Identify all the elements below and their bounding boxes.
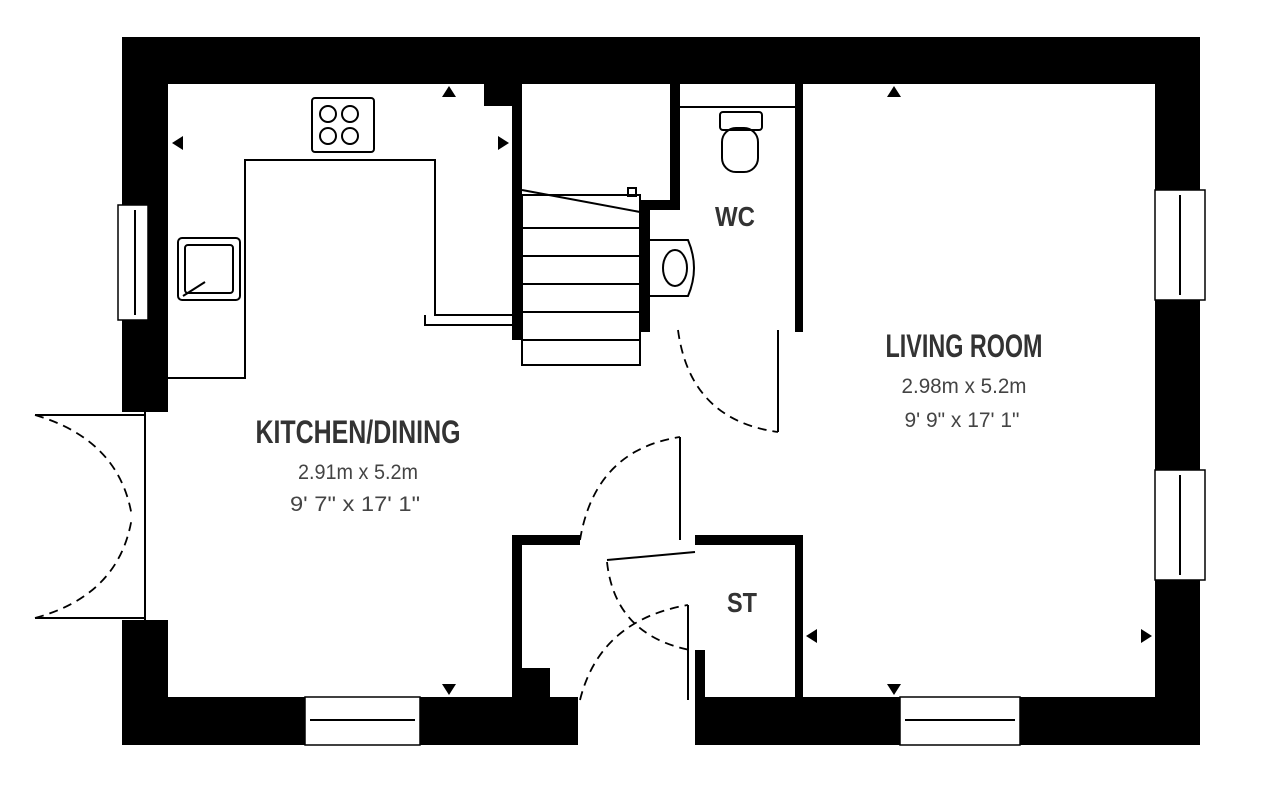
st-door-swing xyxy=(606,561,691,651)
interior-walls xyxy=(484,84,803,698)
living-imperial: 9' 9" x 17' 1" xyxy=(905,409,1020,432)
front-door-swing xyxy=(579,604,689,701)
window-left xyxy=(117,204,149,321)
front-door-opening xyxy=(578,695,695,747)
window-right-upper xyxy=(1154,189,1206,301)
kitchen-counter xyxy=(168,159,512,379)
window-bottom-right xyxy=(899,696,1021,746)
living-label: LIVING ROOM xyxy=(886,328,1043,364)
wc-label: WC xyxy=(715,201,755,232)
hob-icon xyxy=(311,97,375,153)
store-door-swing xyxy=(579,436,681,541)
living-metric: 2.98m x 5.2m xyxy=(902,375,1027,398)
outer-walls xyxy=(122,37,1200,745)
kitchen-metric: 2.91m x 5.2m xyxy=(298,461,418,484)
store-label: ST xyxy=(727,587,757,618)
kitchen-imperial: 9' 7" x 17' 1" xyxy=(290,493,420,516)
window-right-lower xyxy=(1154,469,1206,581)
toilet-icon xyxy=(719,111,763,173)
patio-door-swing xyxy=(34,414,133,619)
window-bottom-left xyxy=(304,696,421,746)
staircase xyxy=(521,187,641,366)
measurement-markers xyxy=(172,86,1152,695)
kitchen-label: KITCHEN/DINING xyxy=(256,414,461,450)
wc-door-swing xyxy=(677,329,779,433)
basin-icon xyxy=(650,239,695,297)
sink-icon xyxy=(177,237,241,301)
